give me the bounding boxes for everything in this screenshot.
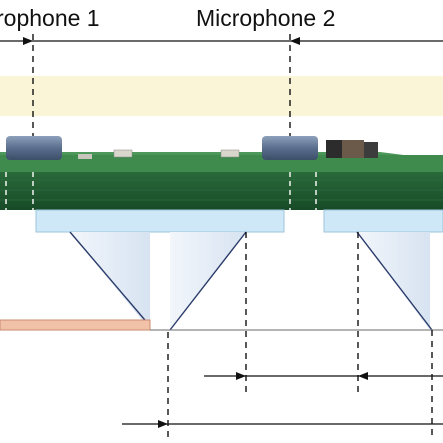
smd-component <box>78 154 92 159</box>
pcb-texture <box>0 179 443 201</box>
glass-block-left <box>35 209 285 233</box>
arrow-left-icon <box>290 37 300 45</box>
cone-2-edge <box>169 231 247 331</box>
arrow-right-icon <box>158 420 168 428</box>
arrow-left-icon <box>358 372 368 380</box>
arrow-right-icon <box>23 37 33 45</box>
microphone-1-body <box>6 136 62 160</box>
bottom-dimension-line <box>122 420 443 428</box>
middle-dimension-line <box>204 372 443 380</box>
microphone-1-label: rophone 1 <box>0 5 100 31</box>
pcb-dashed-lines <box>5 172 317 210</box>
smd-component <box>220 149 240 158</box>
arrow-right-icon <box>236 372 246 380</box>
glass-block-right <box>323 209 443 233</box>
capacitor-component <box>326 140 378 158</box>
yellow-band <box>0 76 443 116</box>
pcb-side <box>0 172 443 210</box>
top-dimension-line <box>0 37 443 45</box>
smd-component <box>113 149 133 158</box>
dashed-guides-bottom <box>167 232 433 440</box>
dashed-guides-top <box>32 34 291 136</box>
pink-strip <box>0 319 151 331</box>
pcb-top <box>0 155 443 175</box>
microphone-2-body <box>262 136 318 160</box>
cone-3-edge <box>356 231 433 331</box>
cone-1-edge <box>69 231 151 327</box>
microphone-2-label: Microphone 2 <box>196 5 335 31</box>
